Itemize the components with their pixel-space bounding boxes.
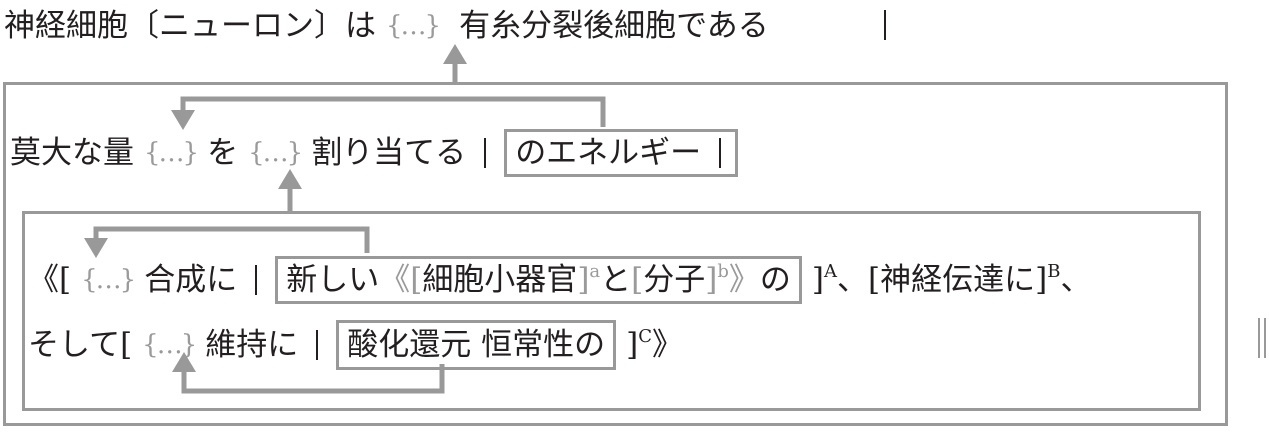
line2-text-c: 割り当てる [311, 135, 467, 171]
box-bracket: [ [631, 262, 644, 298]
slot-placeholder: {…} [81, 265, 136, 295]
line2-text-b: を [207, 135, 239, 171]
boxed-redox-text: 酸化還元 恒常性の [347, 327, 606, 363]
superscript-B: B [1047, 261, 1061, 282]
line3-text-a: 合成に [144, 262, 238, 298]
arrow-head-up-1 [443, 44, 467, 64]
line2-text-a: 莫大な量 [10, 135, 134, 171]
arrow-head-up-3 [278, 169, 302, 189]
box-text: 分子 [643, 262, 706, 298]
line1-end: 有糸分裂後細胞である [459, 8, 769, 44]
line3-open: 《[ [28, 262, 72, 298]
line4-close: ] [626, 327, 639, 363]
superscript-C: C [638, 326, 653, 347]
boxed-new-organelles: 新しい 《[ 細胞小器官 ] a と [ 分子 ] b 》 の [275, 256, 802, 304]
box-text: の [759, 262, 791, 298]
boxed-energy-text: のエネルギー [515, 135, 702, 171]
line3-mid: 、[神経伝達に] [837, 262, 1048, 298]
superscript-a: a [589, 261, 601, 282]
separator [719, 138, 722, 168]
slot-placeholder: {…} [144, 138, 199, 168]
box-bracket: ] [705, 262, 718, 298]
slot-placeholder: {…} [142, 330, 197, 360]
box-bracket: ] [577, 262, 590, 298]
line-2: 莫大な量 {…} を {…} 割り当てる のエネルギー [10, 129, 739, 177]
arrow-head-down-4 [84, 238, 108, 258]
line4-start: そして[ [28, 327, 133, 363]
separator [484, 138, 487, 168]
slot-placeholder: {…} [386, 11, 441, 41]
line4-text-a: 維持に [205, 327, 299, 363]
boxed-energy: のエネルギー [504, 129, 739, 177]
slot-placeholder: {…} [248, 138, 303, 168]
arrow-new-to-slot [93, 226, 370, 253]
line4-end: 》 [652, 327, 684, 363]
line-3: 《[ {…} 合成に 新しい 《[ 細胞小器官 ] a と [ 分子 ] b 》… [28, 256, 1091, 304]
box-text: 細胞小器官 [422, 262, 578, 298]
arrow-head-down-2 [171, 110, 195, 130]
line1-start: 神経細胞〔ニューロン〕は [4, 8, 376, 44]
separator [255, 265, 258, 295]
arrow-head-up-5 [172, 352, 196, 372]
box-text: 新しい [286, 262, 380, 298]
line3-comma: 、 [1060, 262, 1092, 298]
end-bar-line1 [884, 10, 886, 40]
boxed-redox: 酸化還元 恒常性の [336, 320, 617, 370]
arrow-energy-to-slot [180, 96, 606, 127]
end-mark-bar1 [1258, 318, 1260, 358]
outer-clause-frame [3, 82, 1228, 426]
box-text: と [600, 262, 632, 298]
line-4: そして[ {…} 維持に 酸化還元 恒常性の ] C 》 [28, 320, 683, 370]
line-1: 神経細胞〔ニューロン〕は {…} 有糸分裂後細胞である [4, 6, 769, 46]
separator [316, 330, 319, 360]
end-mark: ‖ [0, 0, 1, 1]
box-bracket: 》 [728, 262, 760, 298]
inner-clause-frame [22, 211, 1201, 411]
line3-close: ] [811, 262, 825, 298]
superscript-A: A [824, 261, 838, 282]
end-mark-bar2 [1264, 318, 1266, 358]
superscript-b: b [717, 261, 729, 282]
arrow-redox-to-slot [181, 364, 445, 394]
box-bracket: 《[ [379, 262, 423, 298]
